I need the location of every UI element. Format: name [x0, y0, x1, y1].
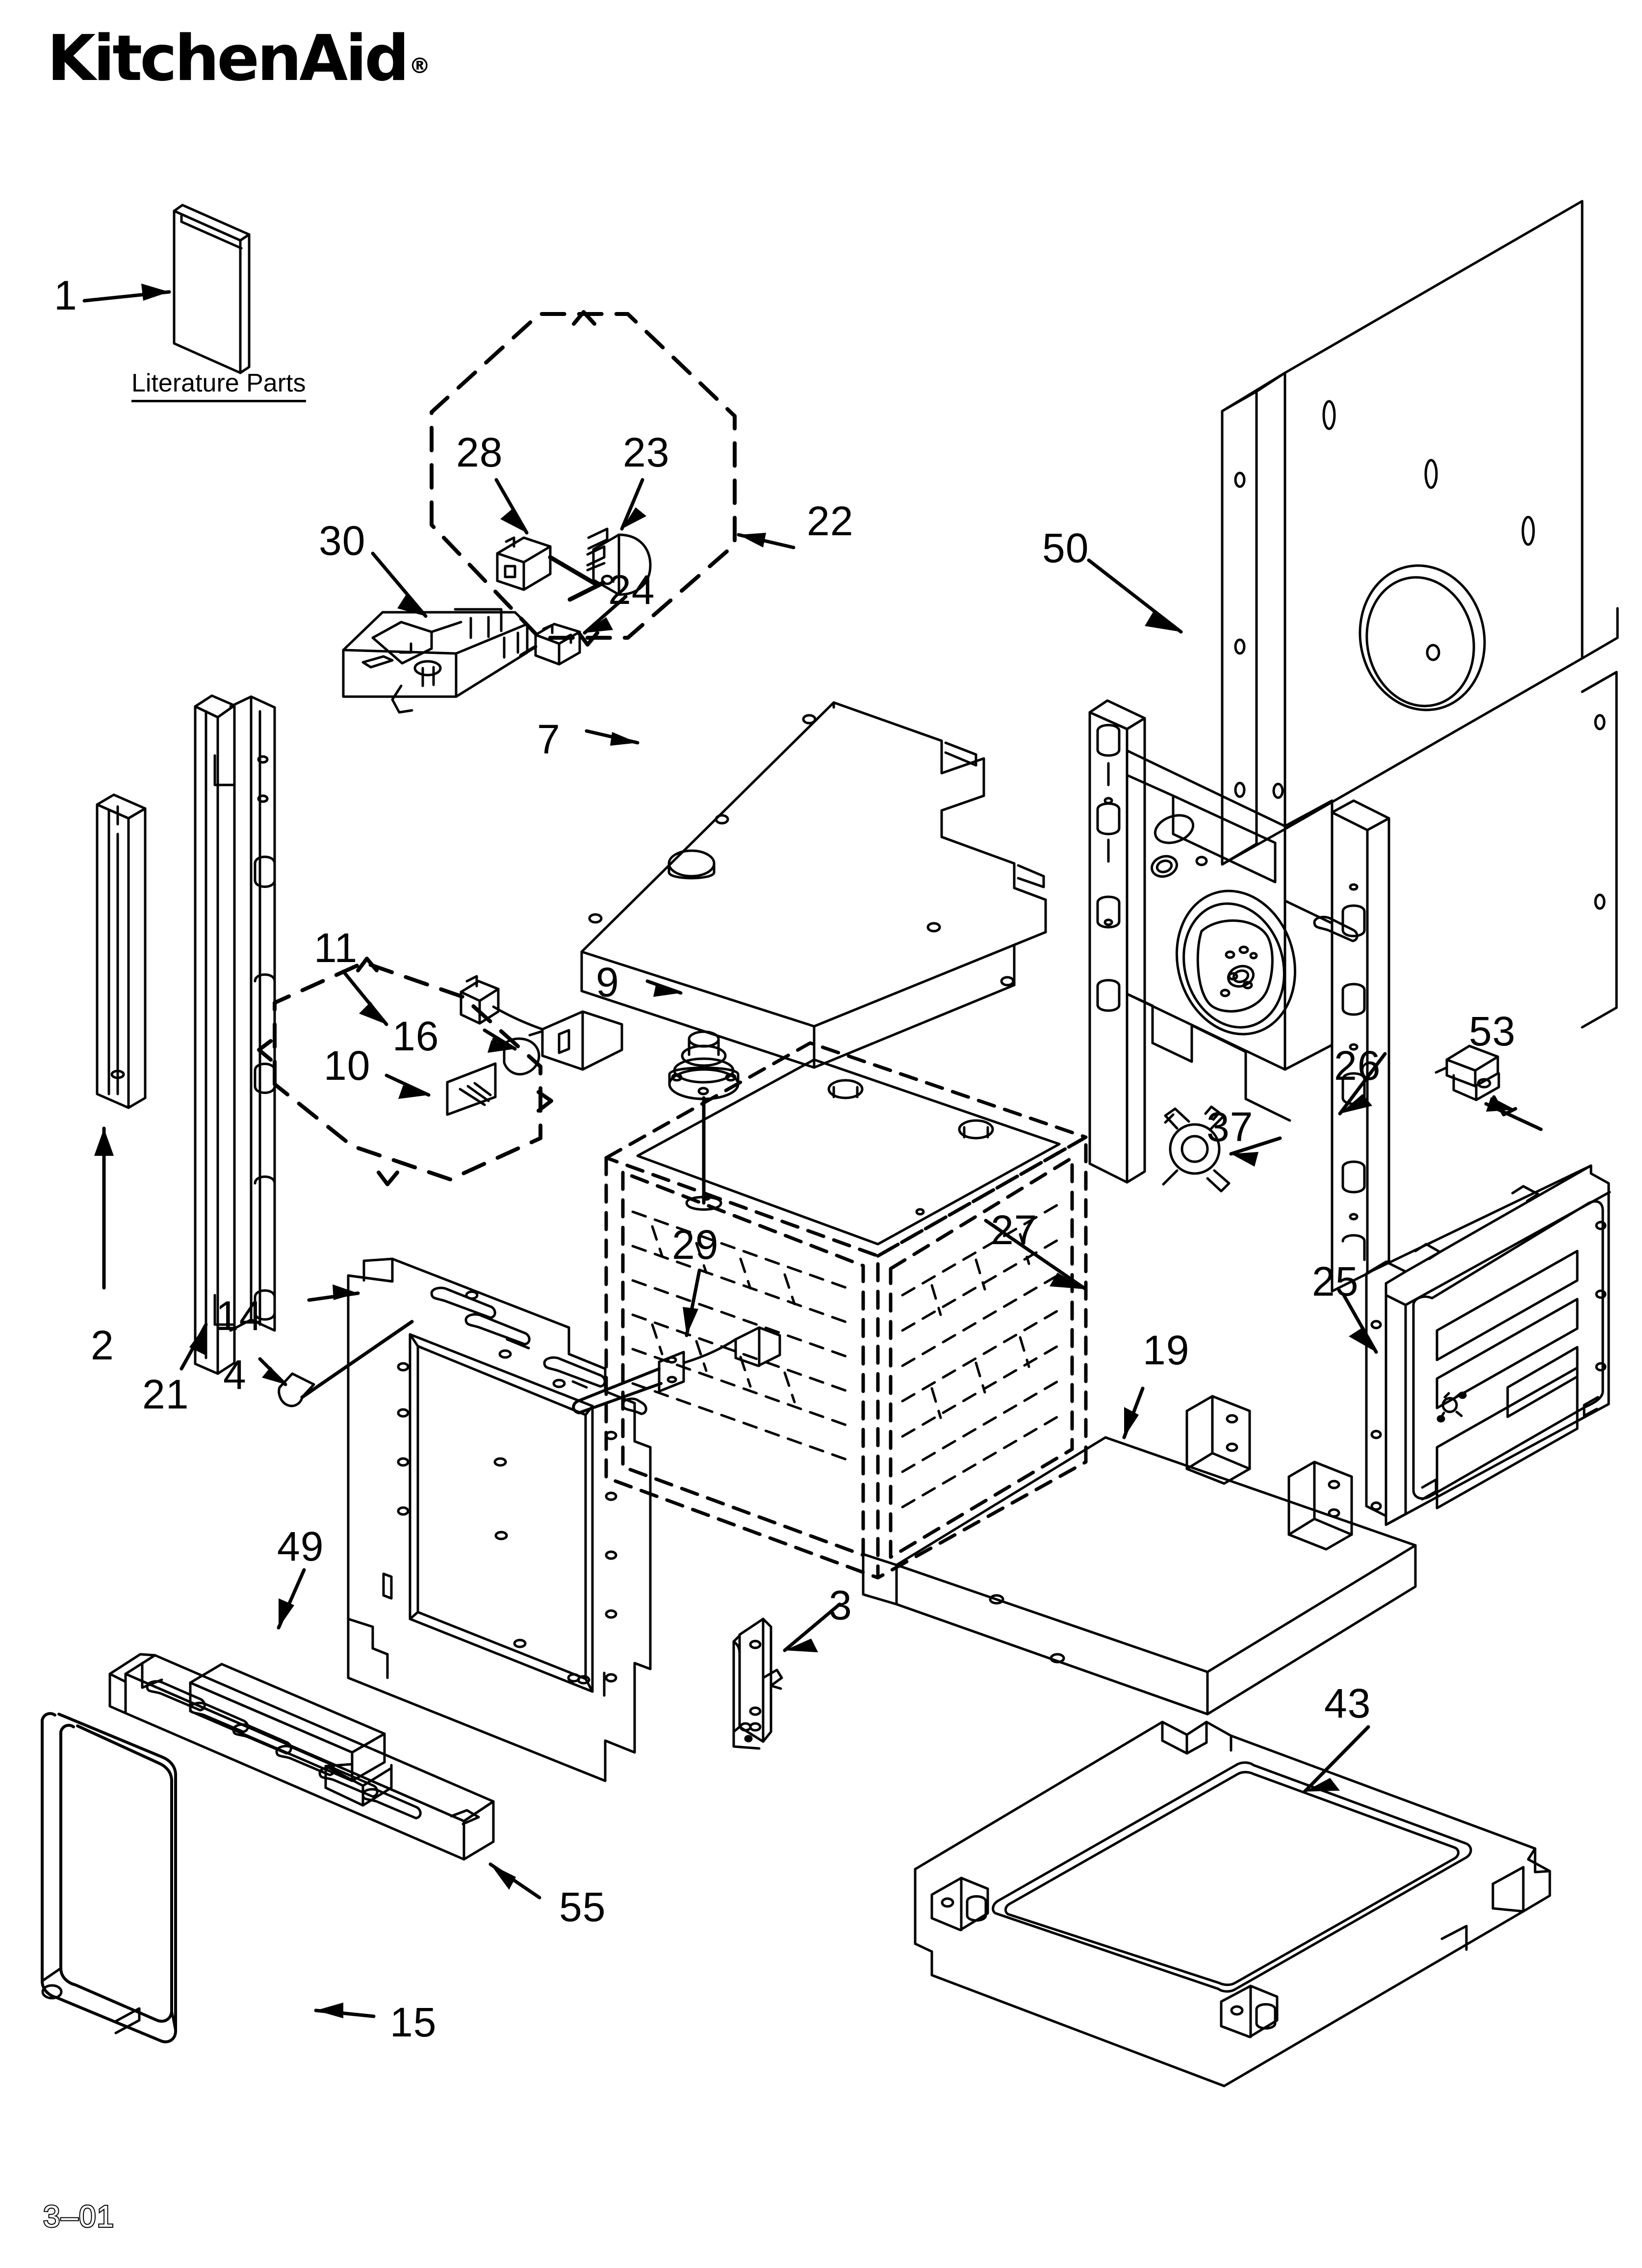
literature-parts-caption: Literature Parts — [131, 369, 306, 403]
callout-7[interactable]: 7 — [537, 716, 561, 762]
leader-49 — [277, 1568, 306, 1630]
part-21-side-rail — [194, 694, 276, 1375]
leader-43 — [1303, 1725, 1370, 1794]
leader-50 — [1087, 558, 1183, 634]
part-50-rear-panel — [1221, 200, 1619, 1029]
leader-19 — [1122, 1386, 1145, 1439]
leader-21 — [180, 1323, 208, 1371]
leader-14 — [307, 1284, 360, 1302]
callout-15[interactable]: 15 — [390, 1999, 437, 2045]
leader-55 — [488, 1862, 541, 1900]
leader-9 — [645, 979, 683, 997]
part-55-vent-trim — [108, 1653, 495, 1861]
part-10-lamp-lens — [446, 1062, 497, 1116]
part-4-screw — [278, 1320, 414, 1408]
part-49-trim-bar — [189, 1663, 393, 1807]
group-11-dashed-boundary — [273, 961, 542, 1181]
leader-4 — [258, 1357, 287, 1386]
callout-9[interactable]: 9 — [596, 959, 619, 1005]
leader-16 — [483, 1028, 517, 1053]
part-9-vent-thermostat — [668, 1030, 740, 1211]
part-28-switch — [496, 536, 598, 591]
callout-28[interactable]: 28 — [456, 429, 503, 475]
group-22-chevrons — [572, 310, 599, 647]
callout-25[interactable]: 25 — [1312, 1258, 1359, 1304]
part-3-mounting-bracket — [732, 1617, 783, 1750]
callout-19[interactable]: 19 — [1143, 1327, 1190, 1373]
leader-1 — [82, 284, 171, 303]
callout-27[interactable]: 27 — [991, 1207, 1038, 1253]
group-22-dashed-boundary — [430, 312, 737, 640]
page-number: 3–01 — [42, 2200, 115, 2234]
part-15-door-gasket — [41, 1712, 177, 2043]
registered-trademark-icon: ® — [409, 53, 431, 78]
callout-14[interactable]: 14 — [216, 1293, 263, 1339]
callout-2[interactable]: 2 — [91, 1322, 114, 1368]
callout-53[interactable]: 53 — [1469, 1008, 1516, 1054]
leader-53 — [1484, 1095, 1543, 1131]
callout-37[interactable]: 37 — [1206, 1104, 1254, 1150]
part-43-base-pan — [914, 1721, 1551, 2087]
part-25-louver-panel — [1365, 1164, 1611, 1526]
group-11-chevrons — [257, 957, 553, 1186]
callout-4[interactable]: 4 — [223, 1352, 247, 1398]
callout-1[interactable]: 1 — [54, 272, 77, 318]
callout-23[interactable]: 23 — [623, 429, 670, 475]
part-1-literature-pack — [173, 204, 251, 374]
callout-50[interactable]: 50 — [1042, 525, 1089, 571]
part-14-front-frame — [347, 1257, 652, 1782]
leader-7 — [585, 729, 640, 746]
part-29-temperature-sensor — [572, 1326, 781, 1414]
leader-29 — [683, 1269, 701, 1337]
callout-55[interactable]: 55 — [559, 1884, 606, 1930]
callout-43[interactable]: 43 — [1324, 1680, 1371, 1726]
callout-21[interactable]: 21 — [142, 1371, 189, 1417]
leader-10 — [385, 1073, 431, 1099]
leader-2 — [94, 1126, 114, 1290]
callout-10[interactable]: 10 — [324, 1043, 371, 1089]
kitchenaid-logo: KitchenAid® — [47, 27, 431, 90]
callout-22[interactable]: 22 — [807, 498, 854, 544]
callout-26[interactable]: 26 — [1334, 1043, 1381, 1089]
leader-30 — [371, 551, 428, 618]
callout-3[interactable]: 3 — [829, 1582, 852, 1628]
part-30-control-bracket — [342, 608, 529, 714]
callout-30[interactable]: 30 — [319, 518, 366, 564]
part-7-top-cover — [580, 701, 1047, 1069]
leader-15 — [314, 2003, 376, 2018]
callout-16[interactable]: 16 — [392, 1013, 439, 1059]
leader-22 — [737, 533, 795, 549]
leader-28 — [494, 478, 529, 535]
part-24-terminal-block — [519, 623, 581, 666]
leader-11 — [341, 969, 388, 1026]
brand-name: KitchenAid — [47, 22, 410, 95]
callout-24[interactable]: 24 — [608, 567, 655, 613]
leader-23 — [620, 478, 646, 531]
part-26-fan-bulkhead — [1088, 699, 1390, 1293]
part-2-trim-strip — [96, 793, 147, 1109]
callout-11[interactable]: 11 — [314, 925, 358, 971]
callout-49[interactable]: 49 — [277, 1523, 324, 1569]
part-27-oven-cavity — [604, 1041, 1088, 1580]
part-19-bottom-shelf — [862, 1395, 1417, 1716]
part-16-lamp-bulb — [492, 1037, 540, 1076]
callout-29[interactable]: 29 — [672, 1222, 719, 1268]
